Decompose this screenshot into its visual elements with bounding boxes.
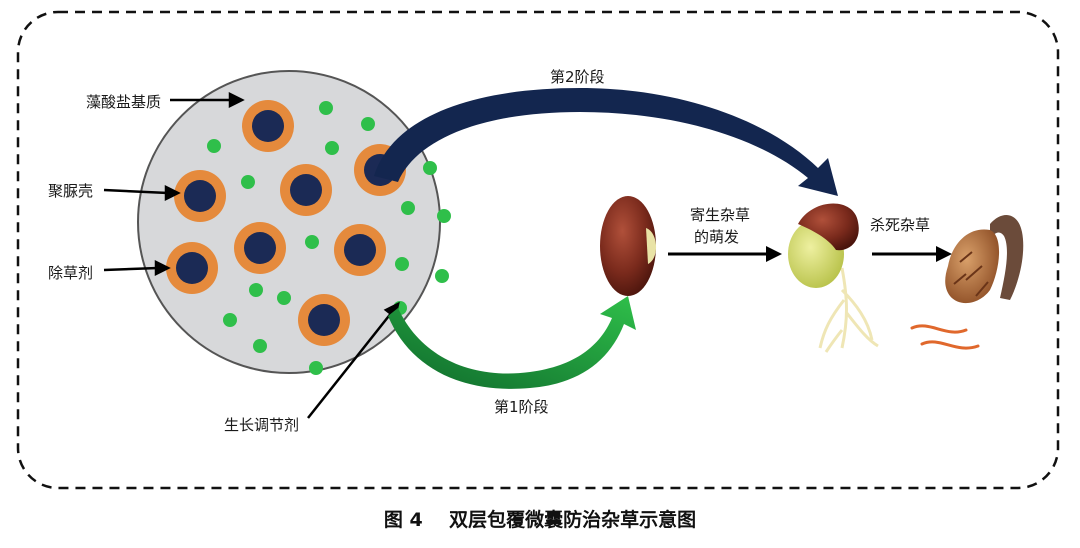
dashed-frame: [16, 10, 1060, 490]
regulator-dot: [319, 101, 333, 115]
regulator-dot: [423, 161, 437, 175]
capsule: [334, 224, 386, 276]
label-germination-line2: 的萌发: [694, 228, 739, 246]
label-matrix: 藻酸盐基质: [86, 93, 161, 111]
label-stage2: 第2阶段: [550, 68, 605, 86]
capsule: [242, 100, 294, 152]
regulator-dot: [401, 201, 415, 215]
capsule: [174, 170, 226, 222]
regulator-dot: [437, 209, 451, 223]
kill-arrow: [872, 246, 952, 262]
regulator-dot: [305, 235, 319, 249]
label-herbicide: 除草剂: [48, 264, 93, 282]
capsule: [280, 164, 332, 216]
label-regulator: 生长调节剂: [224, 416, 299, 434]
regulator-dot: [249, 283, 263, 297]
regulator-dot: [435, 269, 449, 283]
capsule: [234, 222, 286, 274]
regulator-dot: [207, 139, 221, 153]
germination-arrow: [668, 246, 782, 262]
regulator-dot: [325, 141, 339, 155]
germinating-weed: [788, 203, 879, 353]
regulator-dot: [253, 339, 267, 353]
regulator-dot: [309, 361, 323, 375]
label-stage1: 第1阶段: [494, 398, 549, 416]
figure-caption: 图 4 双层包覆微囊防治杂草示意图: [384, 508, 696, 531]
label-shell: 聚脲壳: [48, 182, 93, 200]
microcapsule: [137, 70, 451, 375]
regulator-dot: [361, 117, 375, 131]
label-kill: 杀死杂草: [870, 216, 930, 234]
stage2-arrow: [374, 88, 838, 196]
label-germination-line1: 寄生杂草: [690, 206, 750, 224]
regulator-dot: [395, 257, 409, 271]
regulator-dot: [277, 291, 291, 305]
killed-weed: [910, 214, 1024, 350]
label-arrows: [103, 91, 400, 419]
seed: [600, 196, 657, 296]
capsule: [298, 294, 350, 346]
stage1-arrow: [388, 296, 636, 389]
regulator-dot: [223, 313, 237, 327]
capsule: [166, 242, 218, 294]
regulator-dot: [241, 175, 255, 189]
